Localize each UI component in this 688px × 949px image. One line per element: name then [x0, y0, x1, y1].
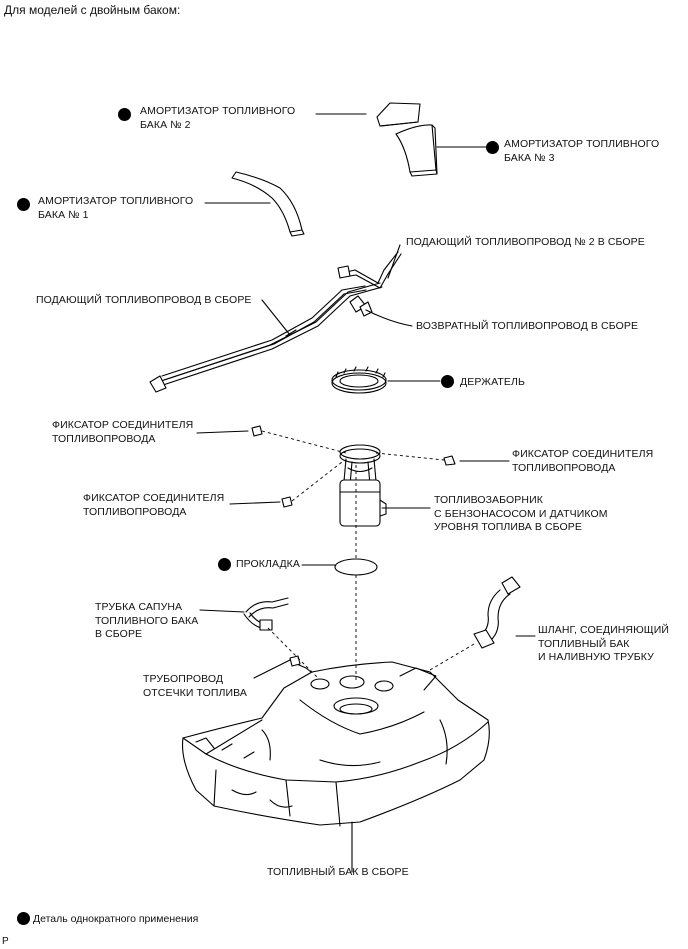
leader-breather	[199, 609, 245, 613]
leader-clip-lower	[229, 501, 281, 505]
leader-fuel-main-2	[387, 244, 401, 279]
legend-marker	[17, 912, 30, 925]
fuel-tank-part	[181, 661, 490, 827]
label-fuel-suction: ТОПЛИВОЗАБОРНИК С БЕНЗОНАСОСОМ И ДАТЧИКО…	[434, 494, 608, 533]
page-header: Для моделей с двойным баком:	[4, 3, 181, 17]
label-breather-tube: ТРУБКА САПУНА ТОПЛИВНОГО БАКА В СБОРЕ	[95, 601, 199, 640]
label-gasket: ПРОКЛАДКА	[236, 558, 300, 570]
label-clip-left: ФИКСАТОР СОЕДИНИТЕЛЯ ТОПЛИВОПРОВОДА	[52, 419, 194, 445]
retainer-part	[331, 366, 387, 394]
leader-fuel-main	[261, 299, 291, 336]
gasket-part	[334, 558, 378, 576]
insulator-1-part	[231, 171, 305, 237]
legend-text: Деталь однократного применения	[33, 913, 199, 925]
fuel-suction-part	[339, 444, 387, 527]
corner-mark: P	[2, 936, 9, 947]
filler-hose-part	[473, 576, 521, 649]
fuel-tubes-part	[149, 251, 402, 393]
single-use-marker	[118, 108, 131, 121]
single-use-marker	[17, 198, 30, 211]
label-fuel-main: ПОДАЮЩИЙ ТОПЛИВОПРОВОД В СБОРЕ	[36, 294, 252, 306]
label-fuel-tank: ТОПЛИВНЫЙ БАК В СБОРЕ	[267, 866, 409, 878]
label-clip-lower: ФИКСАТОР СОЕДИНИТЕЛЯ ТОПЛИВОПРОВОДА	[83, 492, 225, 518]
single-use-marker	[218, 558, 231, 571]
breather-tube-part	[243, 597, 289, 631]
label-clip-right: ФИКСАТОР СОЕДИНИТЕЛЯ ТОПЛИВОПРОВОДА	[512, 448, 654, 474]
single-use-marker	[441, 375, 454, 388]
leader-cutoff	[253, 659, 291, 679]
label-insulator-2: АМОРТИЗАТОР ТОПЛИВНОГО БАКА № 2	[140, 105, 296, 131]
clip-left-part	[251, 425, 263, 437]
label-insulator-1: АМОРТИЗАТОР ТОПЛИВНОГО БАКА № 1	[38, 195, 194, 221]
clip-lower-part	[281, 496, 293, 508]
label-insulator-3: АМОРТИЗАТОР ТОПЛИВНОГО БАКА № 3	[504, 138, 660, 164]
label-return-tube: ВОЗВРАТНЫЙ ТОПЛИВОПРОВОД В СБОРЕ	[416, 320, 639, 332]
leader-return-tube	[365, 309, 413, 327]
label-retainer: ДЕРЖАТЕЛЬ	[460, 376, 525, 388]
clip-right-part	[443, 455, 456, 466]
insulator-2-part	[376, 102, 421, 127]
single-use-marker	[486, 141, 499, 154]
label-fuel-main-2: ПОДАЮЩИЙ ТОПЛИВОПРОВОД № 2 В СБОРЕ	[406, 236, 645, 248]
leader-clip-left	[196, 430, 249, 434]
label-cutoff-tube: ТРУБОПРОВОД ОТСЕЧКИ ТОПЛИВА	[143, 673, 247, 699]
label-filler-hose: ШЛАНГ, СОЕДИНЯЮЩИЙ ТОПЛИВНЫЙ БАК И НАЛИВ…	[538, 624, 670, 663]
insulator-3-part	[395, 124, 438, 177]
